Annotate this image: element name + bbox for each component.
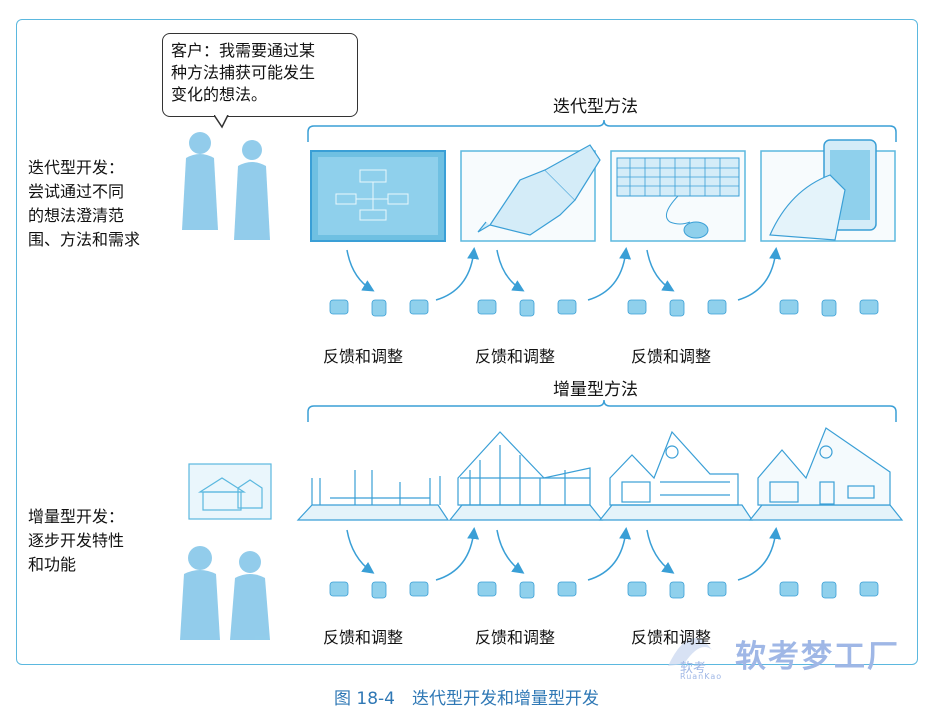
incremental-method-title: 增量型方法 xyxy=(553,380,638,400)
incremental-label-line: 逐步开发特性 xyxy=(28,531,125,550)
feedback-label: 反馈和调整 xyxy=(475,347,556,366)
house-walls-panel xyxy=(598,430,754,521)
watermark-logo-icon xyxy=(668,638,712,666)
iterative-label-line: 的想法澄清范 xyxy=(28,206,125,225)
house-foundation-panel xyxy=(296,470,450,521)
iterative-dev-label: 迭代型开发： 尝试通过不同 的想法澄清范 围、方法和需求 xyxy=(28,156,140,252)
house-thumbnail-icon xyxy=(188,463,272,520)
pen-sketch-panel xyxy=(460,144,601,242)
feedback-label: 反馈和调整 xyxy=(475,628,556,647)
feedback-thumbs-icon xyxy=(329,581,879,599)
people-icon xyxy=(180,546,270,640)
smartphone-panel xyxy=(760,139,896,242)
bubble-text-line-1: 客户：我需要通过某 xyxy=(171,41,316,60)
iterative-bracket xyxy=(307,119,897,142)
feedback-label: 反馈和调整 xyxy=(323,628,404,647)
feedback-thumbs-icon xyxy=(329,299,879,317)
iterative-label-line: 迭代型开发： xyxy=(28,158,125,177)
feedback-label: 反馈和调整 xyxy=(631,628,712,647)
incremental-label-line: 和功能 xyxy=(28,555,77,574)
watermark-small-text: 软考 xyxy=(680,661,707,676)
figure-frame xyxy=(16,19,918,665)
iterative-label-line: 尝试通过不同 xyxy=(28,182,125,201)
bubble-text-line-3: 变化的想法。 xyxy=(171,85,268,104)
feedback-label: 反馈和调整 xyxy=(323,347,404,366)
incremental-dev-label: 增量型开发： 逐步开发特性 和功能 xyxy=(28,505,124,577)
watermark-tiny-text: RuanKao xyxy=(680,672,723,681)
incremental-label-line: 增量型开发： xyxy=(28,507,125,526)
whiteboard-sketch-panel xyxy=(310,150,446,242)
incremental-bracket xyxy=(307,399,897,422)
bubble-text-line-2: 种方法捕获可能发生 xyxy=(171,63,316,82)
house-frame-panel xyxy=(448,431,604,521)
feedback-label: 反馈和调整 xyxy=(631,347,712,366)
house-finished-panel xyxy=(748,427,904,521)
speech-bubble: 客户：我需要通过某 种方法捕获可能发生 变化的想法。 xyxy=(162,33,358,117)
iterative-method-title: 迭代型方法 xyxy=(553,97,638,117)
people-icon xyxy=(182,132,270,240)
keyboard-mouse-panel xyxy=(610,150,746,242)
watermark-text: 软考梦工厂 xyxy=(735,639,900,675)
flow-arrow xyxy=(346,247,782,581)
speech-bubble-tail xyxy=(214,115,229,129)
iterative-label-line: 围、方法和需求 xyxy=(28,230,141,249)
figure-caption: 图 18-4 迭代型开发和增量型开发 xyxy=(334,689,599,709)
